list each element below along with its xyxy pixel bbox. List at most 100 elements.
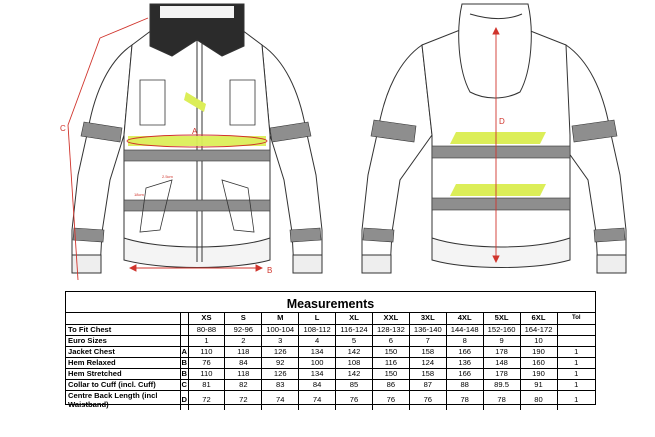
row-code xyxy=(179,324,189,336)
measurement-cell: 136 xyxy=(445,356,484,369)
tolerance-cell: 1 xyxy=(556,345,595,358)
measurement-cell: 78 xyxy=(445,389,484,410)
measurement-cell: 118 xyxy=(224,345,263,358)
size-header: S xyxy=(224,313,263,325)
measurements-table-box: Measurements XS S M L XL XXL 3XL 4XL 5XL… xyxy=(65,291,596,410)
measurement-cell: 74 xyxy=(298,389,337,410)
measurement-cell: 82 xyxy=(224,378,263,391)
measurement-cell: 88 xyxy=(445,378,484,391)
measurement-cell: 80-88 xyxy=(187,324,226,336)
measurement-cell: 76 xyxy=(187,356,226,369)
measurement-cell: 118 xyxy=(224,367,263,380)
measurement-cell: 178 xyxy=(482,367,521,380)
front-fluo-band xyxy=(128,92,266,146)
dim-label-a: A xyxy=(192,127,198,136)
tolerance-header: Tol xyxy=(556,313,595,325)
measurement-cell: 164-172 xyxy=(519,324,558,336)
dim-label-pocket-width: 2.5cm xyxy=(162,174,174,179)
row-code: B xyxy=(179,367,189,380)
measurement-cell: 1 xyxy=(187,334,226,347)
size-header: 3XL xyxy=(408,313,447,325)
measurement-cell: 87 xyxy=(408,378,447,391)
jacket-back-view xyxy=(361,3,627,274)
row-label: Hem Stretched xyxy=(66,367,181,380)
header-code-cell xyxy=(179,313,189,325)
back-right-sleeve xyxy=(555,44,627,271)
measurement-cell: 83 xyxy=(261,378,300,391)
measurement-cell: 144-148 xyxy=(445,324,484,336)
measurement-cell: 124 xyxy=(408,356,447,369)
measurement-cell: 150 xyxy=(371,367,410,380)
measurement-cell: 148 xyxy=(482,356,521,369)
dim-label-c: C xyxy=(60,124,66,133)
right-cuff xyxy=(292,254,323,274)
measurements-title: Measurements xyxy=(66,292,595,313)
measurement-cell: 9 xyxy=(482,334,521,347)
measurement-cell: 108 xyxy=(335,356,373,369)
back-left-cuff xyxy=(361,254,392,274)
back-left-sleeve xyxy=(361,44,433,271)
row-code xyxy=(179,334,189,347)
dim-label-b: B xyxy=(267,266,272,275)
back-hood xyxy=(458,3,532,99)
tolerance-cell: 1 xyxy=(556,389,595,410)
measurement-cell: 108-112 xyxy=(298,324,337,336)
tolerance-cell xyxy=(556,324,595,336)
measurement-cell: 72 xyxy=(187,389,226,410)
size-header: XXL xyxy=(371,313,410,325)
size-header-row: XS S M L XL XXL 3XL 4XL 5XL 6XL Tol xyxy=(66,313,595,325)
size-header: L xyxy=(298,313,337,325)
measurement-cell: 74 xyxy=(261,389,300,410)
measurement-cell: 116-124 xyxy=(335,324,373,336)
measurement-cell: 160 xyxy=(519,356,558,369)
row-code: D xyxy=(179,389,189,410)
back-fluo-band xyxy=(450,132,546,196)
back-reflective-tape xyxy=(362,119,626,243)
measurement-cell: 126 xyxy=(261,345,300,358)
dim-label-pocket-length: 18cm xyxy=(134,192,144,197)
measurement-cell: 4 xyxy=(298,334,337,347)
measurement-cell: 76 xyxy=(335,389,373,410)
measurement-cell: 84 xyxy=(224,356,263,369)
tolerance-cell xyxy=(556,334,595,347)
measurement-cell: 190 xyxy=(519,345,558,358)
measurement-cell: 76 xyxy=(371,389,410,410)
measurement-cell: 85 xyxy=(335,378,373,391)
measurement-cell: 110 xyxy=(187,345,226,358)
measurement-cell: 190 xyxy=(519,367,558,380)
measurement-cell: 142 xyxy=(335,367,373,380)
row-label: Centre Back Length (incl Waistband) xyxy=(66,389,181,410)
front-dimensions xyxy=(67,17,268,281)
measurement-cell: 126 xyxy=(261,367,300,380)
measurement-cell: 80 xyxy=(519,389,558,410)
measurement-cell: 84 xyxy=(298,378,337,391)
size-header: XL xyxy=(335,313,373,325)
front-reflective-tape xyxy=(72,121,322,243)
header-label-cell xyxy=(66,313,181,325)
measurement-cell: 158 xyxy=(408,345,447,358)
size-header: XS xyxy=(187,313,226,325)
measurement-cell: 134 xyxy=(298,367,337,380)
row-label: Euro Sizes xyxy=(66,334,181,347)
measurement-cell: 91 xyxy=(519,378,558,391)
size-header: M xyxy=(261,313,300,325)
size-header: 6XL xyxy=(519,313,558,325)
measurement-cell: 166 xyxy=(445,367,484,380)
row-label: Jacket Chest xyxy=(66,345,181,358)
measurement-cell: 81 xyxy=(187,378,226,391)
dim-label-d: D xyxy=(499,117,505,126)
right-sleeve xyxy=(261,43,323,271)
measurement-cell: 128-132 xyxy=(371,324,410,336)
measurement-cell: 136-140 xyxy=(408,324,447,336)
tolerance-cell: 1 xyxy=(556,367,595,380)
front-pockets xyxy=(139,79,256,233)
size-header: 4XL xyxy=(445,313,484,325)
measurement-cell: 2 xyxy=(224,334,263,347)
measurement-cell: 10 xyxy=(519,334,558,347)
measurement-cell: 78 xyxy=(482,389,521,410)
